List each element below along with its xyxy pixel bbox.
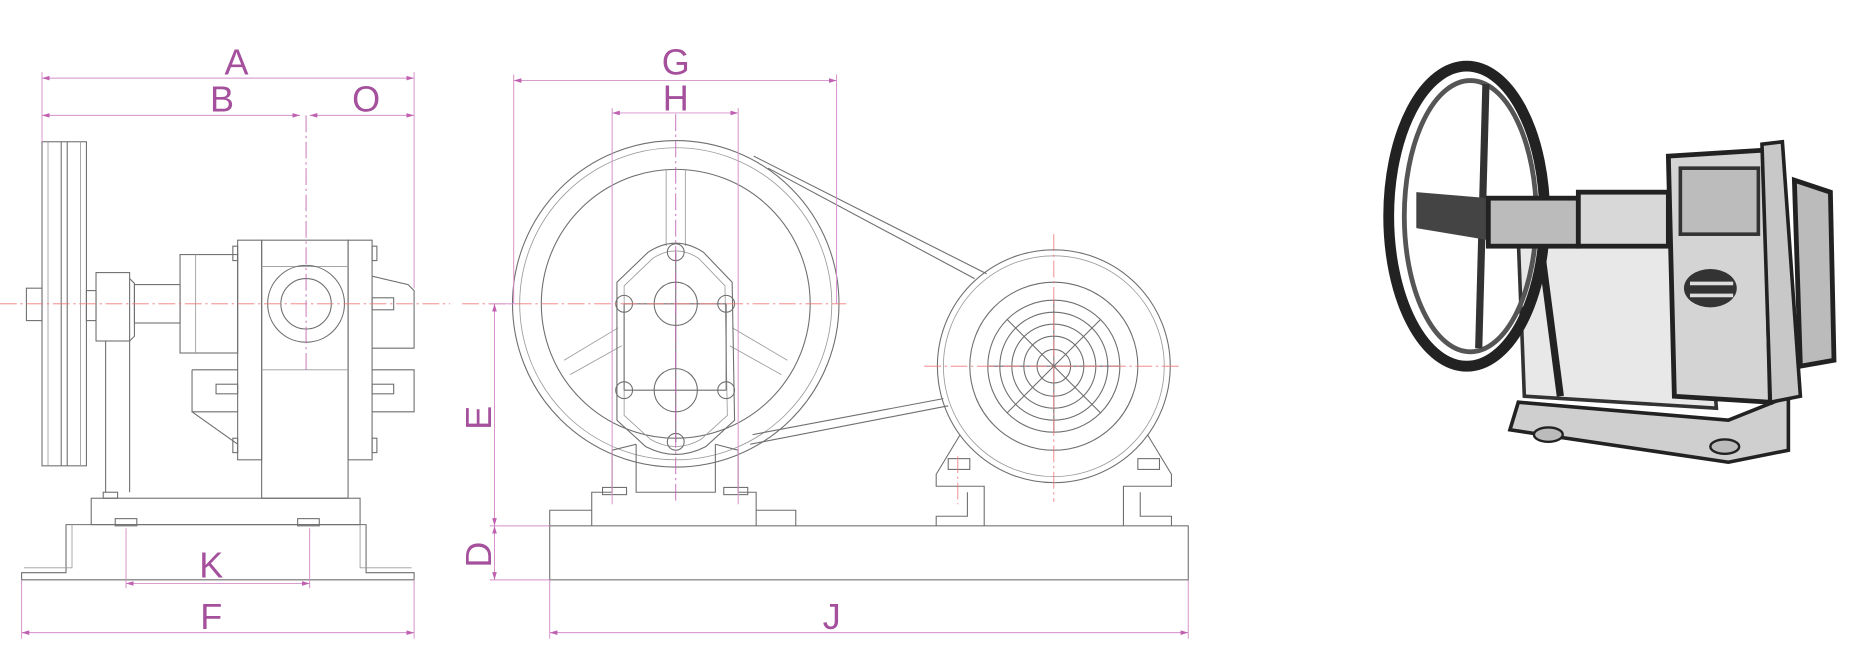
pump-photo [1383,60,1837,465]
dimension-label-j: J [823,596,841,637]
dimension-label-h: H [663,78,689,119]
dimension-label-k: K [199,544,223,585]
dimension-label-f: F [200,596,222,637]
bearing-block [95,272,181,493]
pump-cover-plate [615,242,736,455]
dimension-label-a: A [224,42,248,83]
dimension-label-d: D [458,542,499,568]
pump-body-side [179,239,415,499]
dimension-lines-front [489,74,1189,639]
belt [750,155,987,445]
front-view: G H E D J [458,42,1189,639]
dimension-label-e: E [458,406,499,430]
dimension-label-o: O [352,79,380,120]
dimension-lines-side [21,72,415,639]
dimension-label-g: G [662,42,690,83]
side-view: A B O K F [0,42,451,639]
base-side [21,491,415,581]
base-plate [549,525,1189,581]
pump-stand [549,443,797,526]
dimension-label-b: B [210,79,234,120]
